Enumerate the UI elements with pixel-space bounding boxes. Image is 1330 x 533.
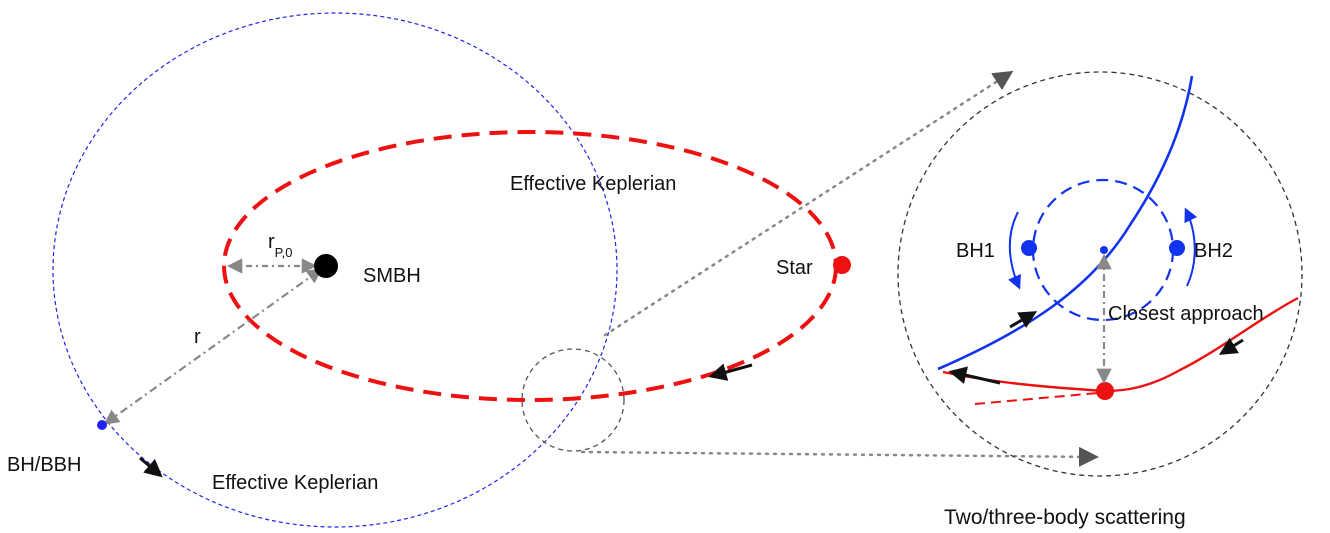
radius-label: r <box>194 326 201 348</box>
radius-line <box>103 268 323 425</box>
star-orbit-label: Effective Keplerian <box>510 173 676 195</box>
bh-bbh-label: BH/BBH <box>7 454 81 476</box>
zoom-region <box>521 348 625 452</box>
pericenter-label: rP,0 <box>268 231 293 260</box>
smbh-label: SMBH <box>363 265 421 287</box>
star-direction-arrow <box>708 363 753 381</box>
pericenter-label-main: r <box>268 231 275 253</box>
star-trajectory-arrow-in <box>1218 337 1244 355</box>
bh-direction-arrow <box>139 456 163 478</box>
bh-dot <box>97 420 107 430</box>
zoom-line-upper <box>603 70 1014 337</box>
star-trajectory-prior <box>974 392 1099 405</box>
binary-trajectory <box>937 75 1194 371</box>
bh1-rotation-arrow <box>1008 211 1021 290</box>
star-closest-dot <box>1096 382 1114 400</box>
bh-orbit-label: Effective Keplerian <box>212 472 378 494</box>
bh-orbit <box>52 12 618 528</box>
pericenter-label-sub: P,0 <box>275 245 293 260</box>
smbh-dot <box>314 254 338 278</box>
closest-approach-label: Closest approach <box>1108 303 1264 325</box>
zoom-line-lower <box>580 446 1099 467</box>
star-trajectory-arrow-out <box>948 366 1001 385</box>
bh1-dot <box>1021 240 1037 256</box>
star-dot <box>833 256 851 274</box>
binary-center-dot <box>1100 246 1108 254</box>
scattering-label: Two/three-body scattering <box>944 506 1186 529</box>
bh2-label: BH2 <box>1194 240 1233 262</box>
bh2-rotation-arrow <box>1184 207 1198 287</box>
zoom-inset <box>897 71 1303 477</box>
star-label: Star <box>776 257 813 279</box>
bh1-label: BH1 <box>956 240 995 262</box>
binary-trajectory-arrow <box>1009 311 1038 329</box>
bh2-dot <box>1169 240 1185 256</box>
star-trajectory <box>942 296 1299 393</box>
